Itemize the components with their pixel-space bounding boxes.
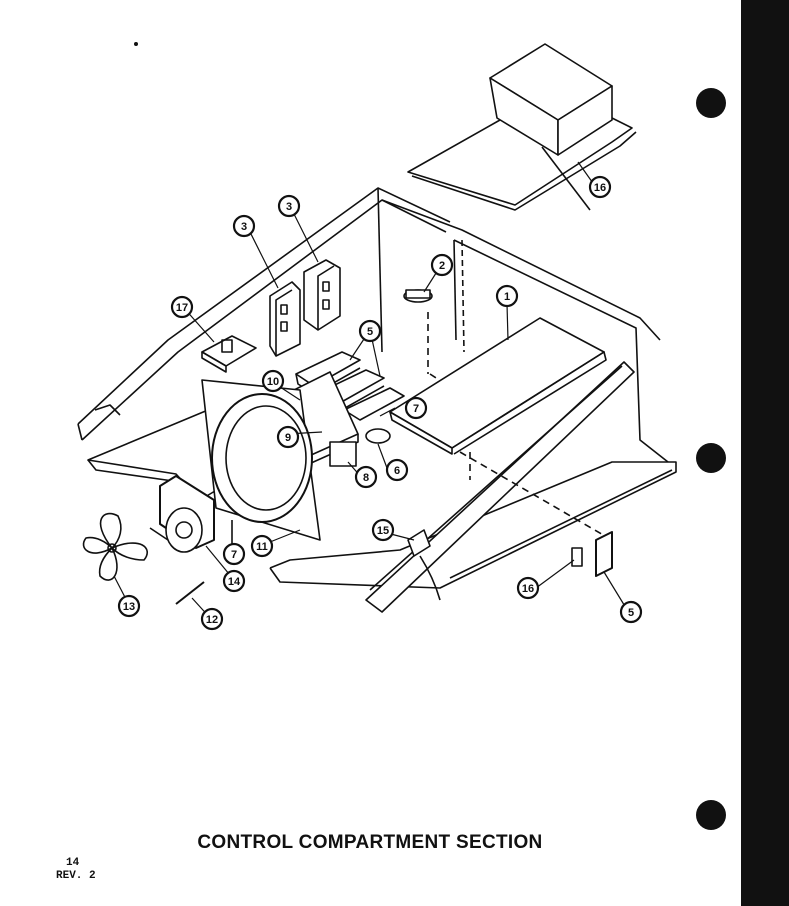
callout-16b: 16	[516, 576, 540, 600]
housing-back-panel	[381, 199, 669, 463]
callout-3a: 3	[232, 214, 256, 238]
callout-7a-label: 7	[413, 403, 419, 415]
callout-11-label: 11	[256, 541, 268, 553]
callout-10: 10	[261, 369, 285, 393]
callout-2: 2	[430, 253, 454, 277]
callout-5a: 5	[358, 319, 382, 343]
callout-16b-label: 16	[522, 583, 534, 595]
switch-cover	[595, 531, 613, 577]
callout-6-label: 6	[394, 465, 400, 477]
top-cover-plate	[407, 43, 637, 211]
switch-bank	[295, 351, 405, 421]
revision-label: REV. 2	[56, 870, 96, 882]
callout-2-label: 2	[439, 260, 445, 272]
relay-block-right	[303, 259, 341, 331]
callout-5b: 5	[619, 600, 643, 624]
stray-dot	[134, 42, 138, 46]
callout-14-label: 14	[228, 576, 241, 588]
callout-14: 14	[222, 569, 246, 593]
callout-3b: 3	[277, 194, 301, 218]
callout-8-label: 8	[363, 472, 369, 484]
terminal-block	[201, 335, 257, 373]
binder-hole-top	[696, 88, 726, 118]
binder-hole-middle	[696, 443, 726, 473]
callout-15-label: 15	[377, 525, 389, 537]
screw-12	[175, 581, 205, 605]
callout-17-label: 17	[176, 302, 188, 314]
callout-1-label: 1	[504, 291, 510, 303]
housing-left-panel	[77, 187, 451, 441]
callout-7b: 7	[222, 542, 246, 566]
callout-8: 8	[354, 465, 378, 489]
callout-12: 12	[200, 607, 224, 631]
page-edge-bar	[741, 0, 789, 906]
callout-3a-label: 3	[241, 221, 247, 233]
callout-6: 6	[385, 458, 409, 482]
limit-switch	[329, 428, 391, 467]
indicator-light	[407, 529, 441, 601]
binder-hole-bottom	[696, 800, 726, 830]
callout-1: 1	[495, 284, 519, 308]
callout-5b-label: 5	[628, 607, 634, 619]
fan-blade	[82, 512, 149, 581]
callout-3b-label: 3	[286, 201, 292, 213]
page-number: 14	[66, 857, 80, 869]
callout-13: 13	[117, 594, 141, 618]
callout-11: 11	[250, 534, 274, 558]
thermostat	[403, 289, 433, 303]
callout-12-label: 12	[206, 614, 218, 626]
callout-7b-label: 7	[231, 549, 237, 561]
heater-element	[389, 317, 607, 455]
callout-16a-label: 16	[594, 182, 606, 194]
fan-shroud-plate	[201, 379, 321, 541]
callout-9: 9	[276, 425, 300, 449]
callout-17: 17	[170, 295, 194, 319]
callout-7a: 7	[404, 396, 428, 420]
callout-10-label: 10	[267, 376, 279, 388]
fan-motor	[149, 475, 215, 553]
terminal-clip	[571, 547, 583, 567]
callout-5a-label: 5	[367, 326, 373, 338]
relay-block-left	[269, 281, 301, 357]
callout-16a: 16	[588, 175, 612, 199]
callout-15: 15	[371, 518, 395, 542]
callout-13-label: 13	[123, 601, 135, 613]
callout-9-label: 9	[285, 432, 291, 444]
diagram-caption: CONTROL COMPARTMENT SECTION	[197, 832, 543, 853]
